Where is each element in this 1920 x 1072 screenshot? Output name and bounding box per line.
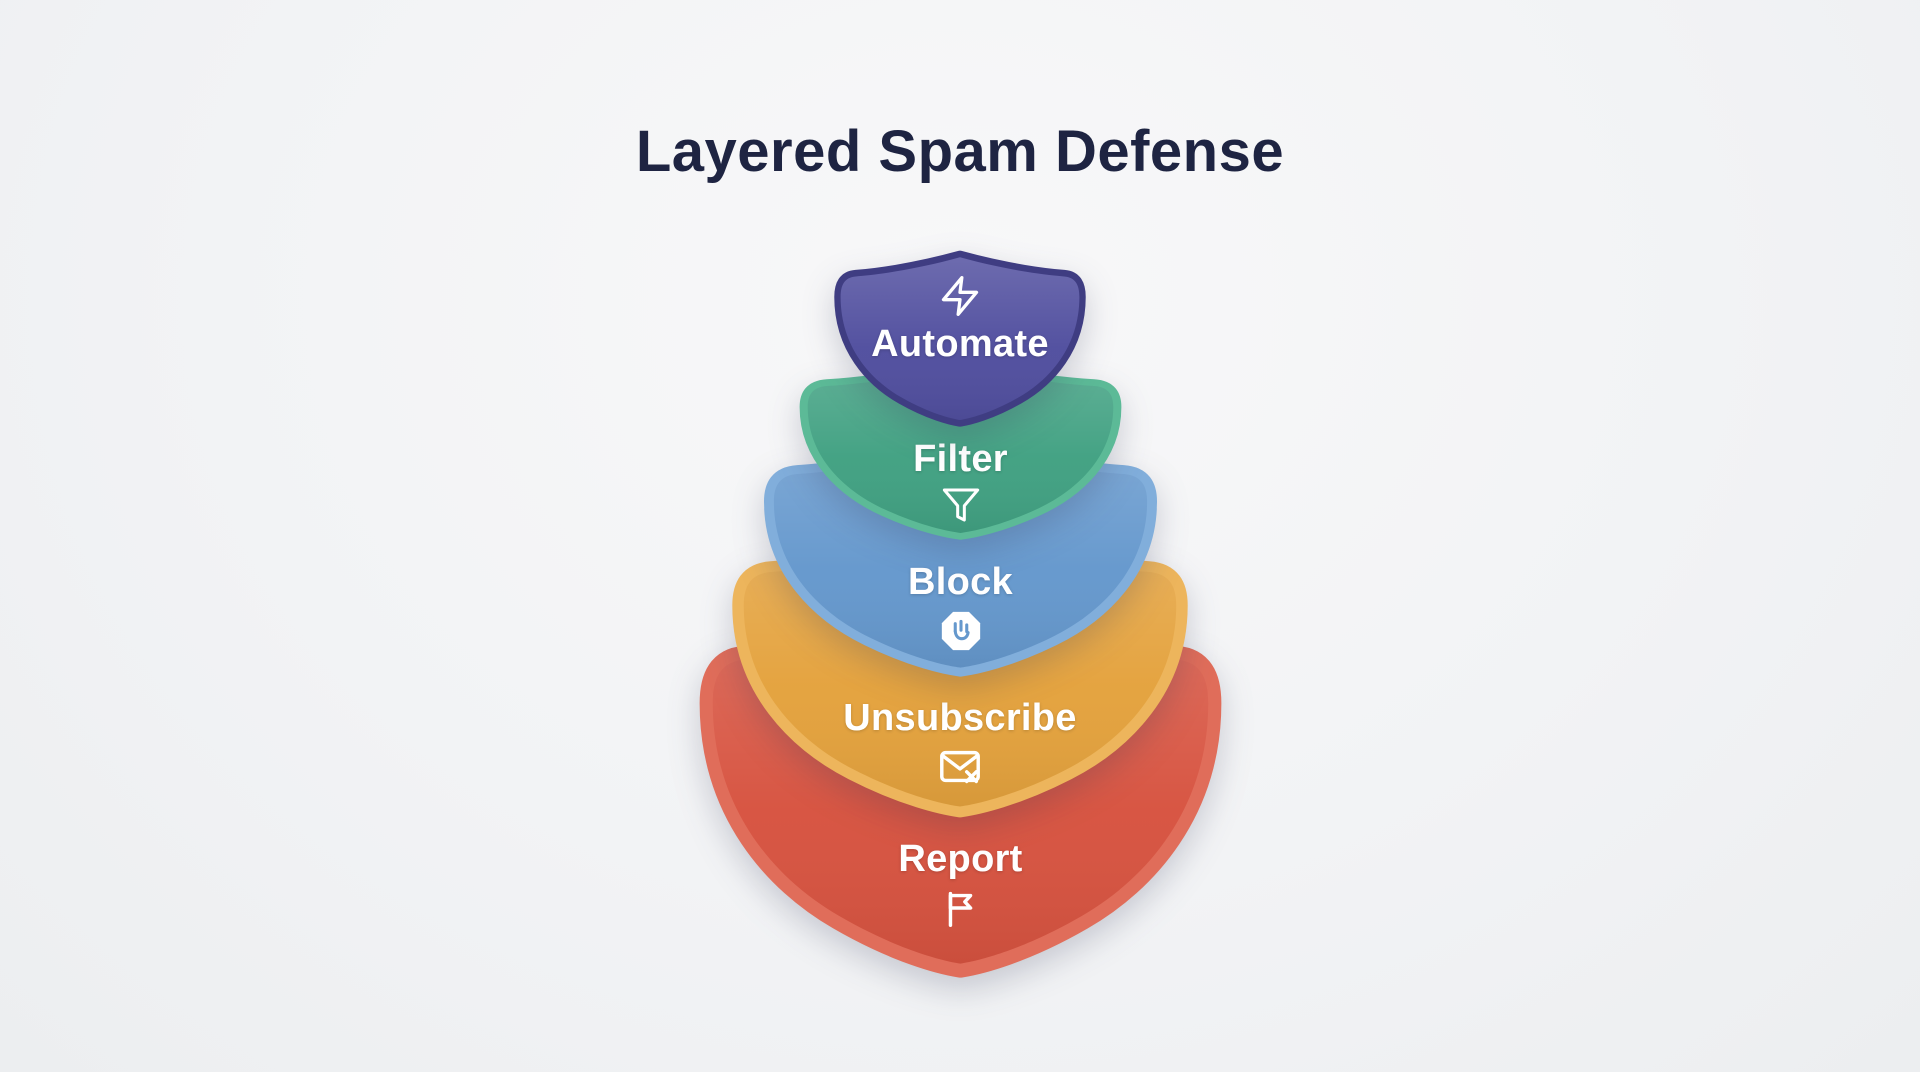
diagram-title: Layered Spam Defense bbox=[635, 119, 1285, 184]
shield-shape bbox=[834, 250, 1086, 427]
shield-shine bbox=[840, 257, 1080, 421]
shield-shine bbox=[807, 366, 1114, 533]
layer-shield-automate: Automate bbox=[833, 250, 1087, 427]
shield-shape bbox=[799, 359, 1122, 540]
